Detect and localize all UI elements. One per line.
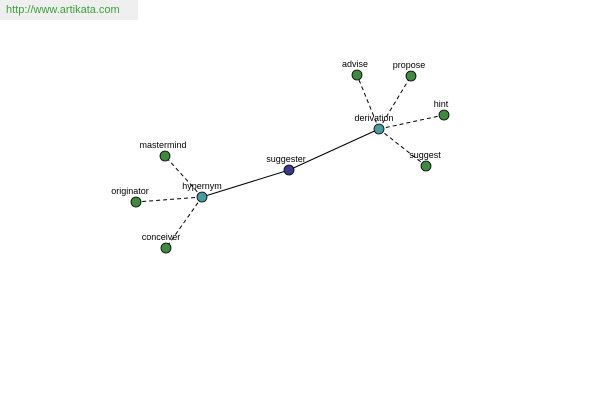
node-label-mastermind: mastermind — [139, 140, 186, 150]
edge-derivation-propose — [378, 75, 412, 130]
site-url-link[interactable]: http://www.artikata.com — [0, 0, 138, 20]
node-label-advise: advise — [342, 59, 368, 69]
node-label-hint: hint — [434, 99, 449, 109]
node-hypernym[interactable] — [196, 191, 208, 203]
edge-derivation-suggest — [378, 128, 427, 167]
node-label-originator: originator — [111, 186, 149, 196]
node-originator[interactable] — [130, 196, 142, 208]
node-mastermind[interactable] — [159, 150, 171, 162]
node-label-suggest: suggest — [409, 150, 441, 160]
edge-derivation-advise — [356, 74, 380, 130]
edge-suggester-hypernym — [201, 169, 290, 198]
node-label-derivation: derivation — [354, 113, 393, 123]
node-label-propose: propose — [393, 60, 426, 70]
node-label-conceiver: conceiver — [142, 232, 181, 242]
node-propose[interactable] — [405, 70, 417, 82]
graph-nodes — [130, 69, 450, 254]
node-conceiver[interactable] — [160, 242, 172, 254]
node-derivation[interactable] — [373, 123, 385, 135]
edge-hypernym-originator — [135, 196, 203, 203]
node-suggester[interactable] — [283, 164, 295, 176]
node-suggest[interactable] — [420, 160, 432, 172]
node-hint[interactable] — [438, 109, 450, 121]
edge-hypernym-conceiver — [165, 196, 203, 249]
node-advise[interactable] — [351, 69, 363, 81]
edge-suggester-derivation — [288, 128, 380, 171]
graph-edges — [135, 74, 445, 249]
edge-hypernym-mastermind — [164, 155, 203, 198]
node-label-suggester: suggester — [266, 154, 306, 164]
graph-labels: suggester hypernym derivation mastermind ori… — [111, 59, 449, 242]
node-label-hypernym: hypernym — [182, 181, 222, 191]
